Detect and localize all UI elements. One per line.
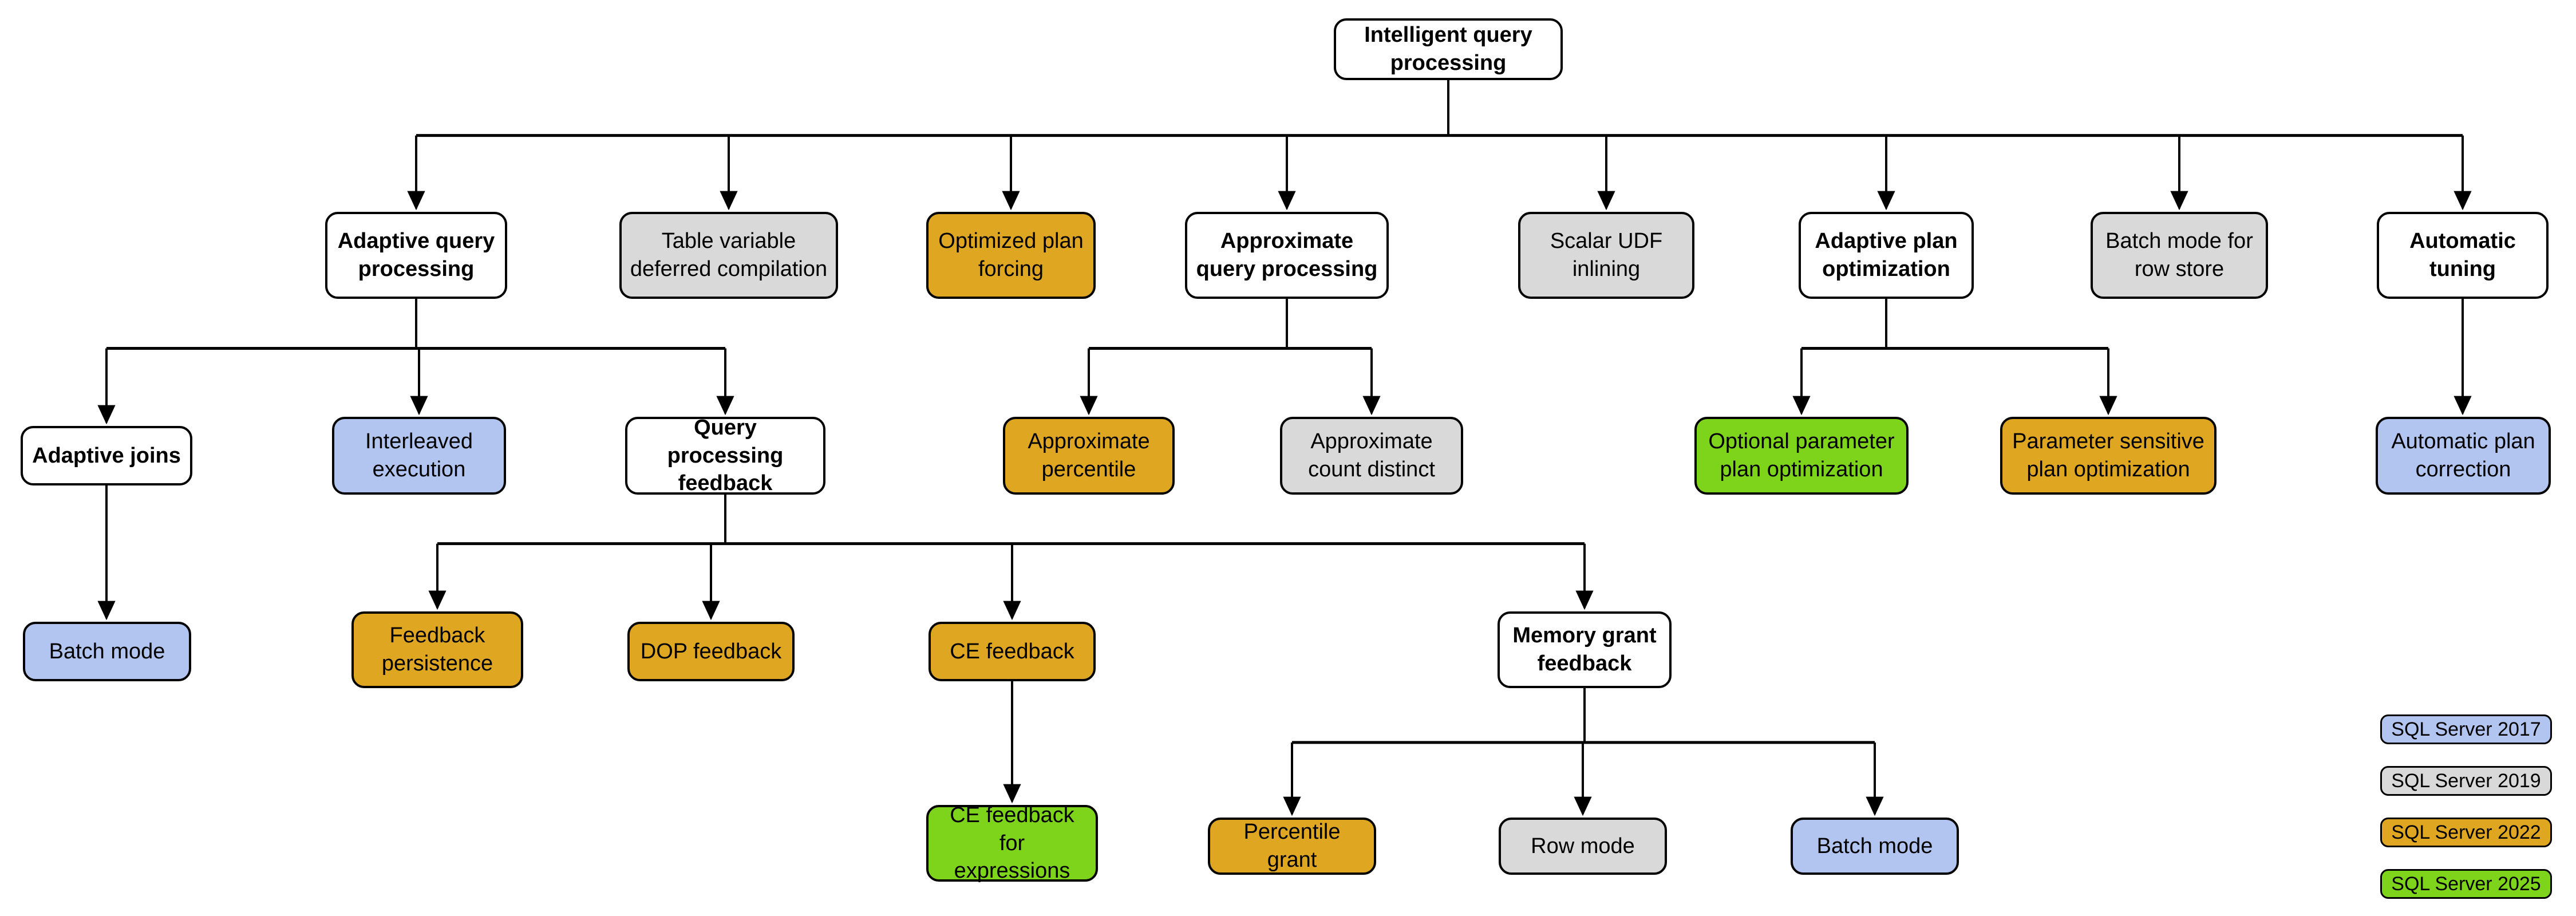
node-root[interactable]: Intelligent query processing	[1334, 18, 1563, 80]
node-batchmode2[interactable]: Batch mode	[1791, 818, 1959, 875]
node-batchmode1[interactable]: Batch mode	[23, 622, 191, 681]
node-opf[interactable]: Optimized plan forcing	[926, 212, 1096, 299]
node-interleaved[interactable]: Interleaved execution	[332, 417, 506, 495]
node-adaptivejoin[interactable]: Adaptive joins	[21, 426, 192, 485]
legend-item-sql-server-2022: SQL Server 2022	[2380, 818, 2552, 847]
node-bmrs[interactable]: Batch mode for row store	[2091, 212, 2268, 299]
node-pctgrant[interactable]: Percentile grant	[1208, 818, 1376, 875]
node-dopfb[interactable]: DOP feedback	[627, 622, 795, 681]
node-approxpct[interactable]: Approximate percentile	[1003, 417, 1175, 495]
node-mgf[interactable]: Memory grant feedback	[1498, 611, 1672, 688]
node-apc[interactable]: Automatic plan correction	[2376, 417, 2551, 495]
node-apo[interactable]: Adaptive plan optimization	[1799, 212, 1974, 299]
node-cefbexpr[interactable]: CE feedback for expressions	[926, 803, 1098, 883]
legend-item-sql-server-2017: SQL Server 2017	[2380, 714, 2552, 744]
node-approxcd[interactable]: Approximate count distinct	[1280, 417, 1463, 495]
legend-item-sql-server-2025: SQL Server 2025	[2380, 869, 2552, 899]
node-cefb[interactable]: CE feedback	[929, 622, 1096, 681]
node-rowmode[interactable]: Row mode	[1499, 818, 1667, 875]
node-approx[interactable]: Approximate query processing	[1185, 212, 1389, 299]
node-udf[interactable]: Scalar UDF inlining	[1518, 212, 1694, 299]
node-autotune[interactable]: Automatic tuning	[2377, 212, 2549, 299]
node-pspo[interactable]: Parameter sensitive plan optimization	[2000, 417, 2217, 495]
legend-item-sql-server-2019: SQL Server 2019	[2380, 766, 2552, 796]
node-oppo[interactable]: Optional parameter plan optimization	[1694, 417, 1909, 495]
node-qpf[interactable]: Query processing feedback	[625, 416, 825, 495]
node-aqp[interactable]: Adaptive query processing	[325, 212, 507, 299]
node-tvdc[interactable]: Table variable deferred compilation	[619, 212, 838, 299]
node-fbpersist[interactable]: Feedback persistence	[351, 611, 523, 688]
